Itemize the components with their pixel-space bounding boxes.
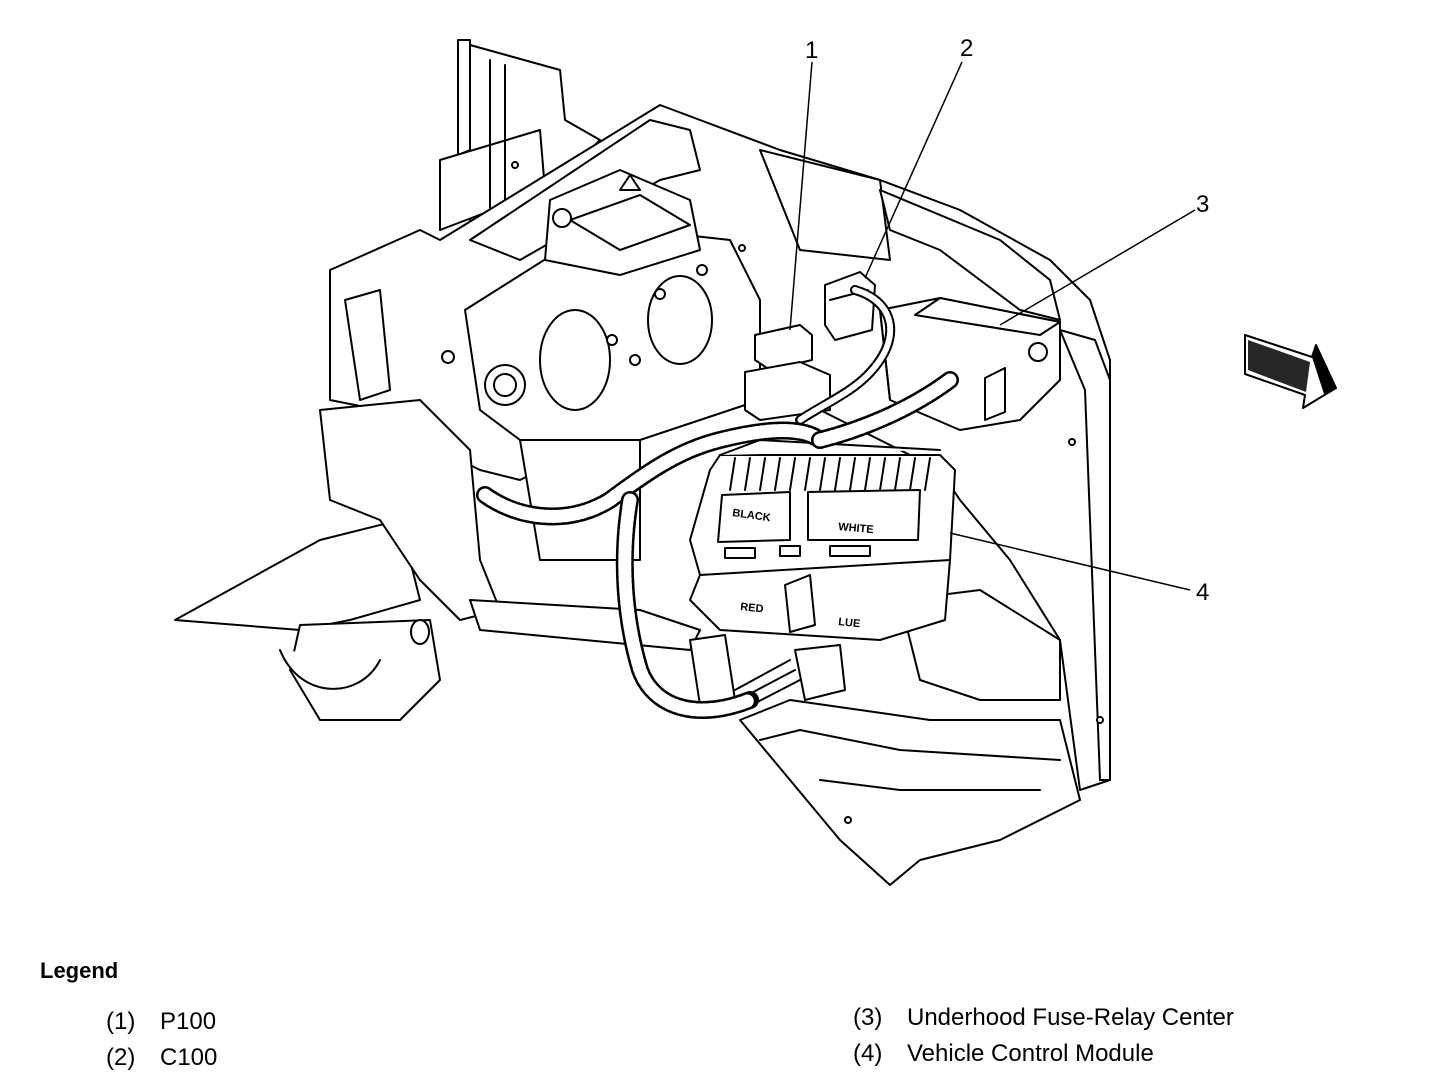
harness-connectors	[689, 634, 846, 711]
legend-item-number: (2)	[106, 1044, 136, 1071]
module-label-blue: LUE	[838, 616, 861, 630]
p100-connector	[744, 324, 831, 421]
c100-connector	[824, 271, 876, 341]
callout-3-number: 3	[1196, 191, 1209, 218]
speaker-hole-left	[539, 309, 611, 411]
legend-item-number: (3)	[853, 1004, 883, 1031]
lower-left-frame	[174, 399, 701, 721]
callout-2-leader	[864, 61, 963, 279]
module-label-red: RED	[740, 601, 764, 615]
legend-item-text: Underhood Fuse-Relay Center	[907, 1004, 1234, 1031]
legend-item-2: (2) C100	[106, 1044, 217, 1072]
legend-item-4: (4) Vehicle Control Module	[853, 1040, 1154, 1068]
module-label-black: BLACK	[732, 507, 772, 524]
callout-1-leader	[789, 61, 813, 331]
legend-item-text: Vehicle Control Module	[907, 1040, 1154, 1067]
legend-title: Legend	[40, 958, 119, 983]
legend-item-1: (1) P100	[106, 1008, 216, 1036]
legend-item-3: (3) Underhood Fuse-Relay Center	[853, 1004, 1234, 1032]
dash-housing	[441, 169, 761, 561]
vehicle-control-module	[689, 439, 956, 641]
callout-4-number: 4	[1196, 579, 1209, 606]
lower-right-panel	[739, 589, 1081, 886]
vehicle-component-diagram: BLACK WHITE RED LUE 1 2 3 4	[174, 35, 1337, 886]
callout-1-number: 1	[805, 37, 818, 64]
legend-item-text: P100	[160, 1008, 217, 1035]
legend-item-text: C100	[160, 1044, 218, 1071]
legend-item-number: (4)	[853, 1040, 883, 1067]
module-cooling-fins	[729, 457, 931, 491]
callout-2-number: 2	[960, 35, 973, 62]
module-label-white: WHITE	[838, 521, 874, 536]
legend-item-number: (1)	[106, 1008, 136, 1035]
callout-4-leader	[949, 532, 1191, 591]
orientation-arrow-icon	[1244, 334, 1337, 409]
callout-3-leader	[999, 209, 1196, 326]
wiring-harness	[476, 285, 959, 719]
